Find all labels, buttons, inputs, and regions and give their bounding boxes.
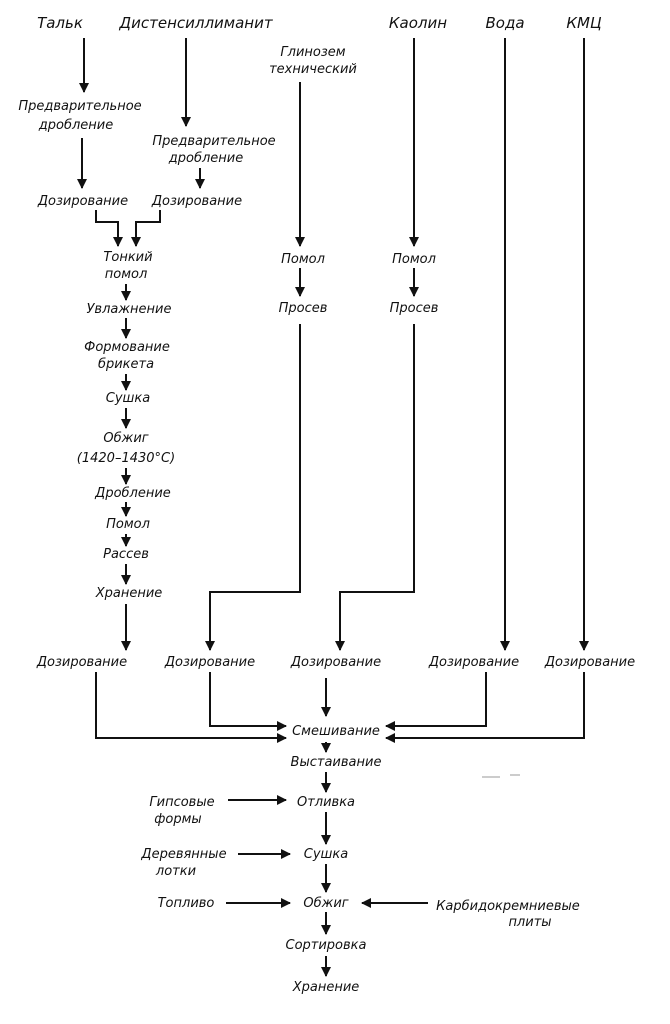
main-grinding: Помол	[106, 517, 150, 532]
main-drying: Сушка	[106, 391, 151, 406]
sieving: Рассев	[103, 547, 149, 562]
final-drying: Сушка	[304, 847, 349, 862]
gypsum-molds-line2: формы	[154, 812, 201, 827]
fine-grind-line2: помол	[105, 267, 148, 282]
arrow-dosing-water-to-mixing	[385, 672, 487, 731]
firing-line2: (1420–1430°С)	[77, 451, 175, 466]
source-disthene: Дистенсиллиманит	[118, 14, 273, 32]
moistening: Увлажнение	[86, 302, 171, 317]
arrow-alumina-sifting-to-dosing	[205, 324, 301, 651]
arrow-dosing-cmc-to-mixing	[385, 672, 585, 743]
kaolin-sifting: Просев	[390, 301, 439, 316]
briquette-line1: Формование	[84, 340, 170, 355]
fuel: Топливо	[158, 896, 215, 911]
disthene-predrob-line2: дробление	[168, 151, 243, 166]
dosing-upper-right: Дозирование	[151, 194, 242, 209]
aging: Выстаивание	[291, 755, 382, 770]
source-water: Вода	[485, 14, 524, 32]
arrow-dosing-left-to-fine-grind	[95, 210, 123, 247]
sic-plates-line2: плиты	[508, 915, 551, 930]
firing-line1: Обжиг	[103, 431, 148, 446]
arrow-dosing-talc-to-mixing	[95, 672, 287, 743]
dosing-upper-left: Дозирование	[37, 194, 128, 209]
casting: Отливка	[297, 795, 355, 810]
dosing-kaolin: Дозирование	[290, 655, 381, 670]
disthene-predrob-line1: Предварительное	[152, 134, 275, 149]
dosing-alumina: Дозирование	[164, 655, 255, 670]
wooden-trays-line2: лотки	[155, 864, 196, 879]
dosing-cmc: Дозирование	[544, 655, 635, 670]
crushing: Дробление	[94, 486, 171, 501]
wooden-trays-line1: Деревянные	[140, 847, 226, 862]
fine-grind-line1: Тонкий	[103, 250, 152, 265]
source-talc: Тальк	[37, 14, 83, 32]
source-kaolin: Каолин	[389, 14, 447, 32]
dosing-talc-mix: Дозирование	[36, 655, 127, 670]
arrow-kaolin-sifting-to-dosing	[335, 324, 415, 651]
arrow-dosing-right-to-fine-grind	[131, 210, 161, 247]
kaolin-grinding: Помол	[392, 252, 436, 267]
alumina-sifting: Просев	[279, 301, 328, 316]
mixing: Смешивание	[292, 724, 380, 739]
talc-predrob-line2: дробление	[38, 118, 113, 133]
source-alumina-line2: технический	[269, 62, 357, 77]
final-firing: Обжиг	[303, 896, 348, 911]
source-alumina-line1: Глинозем	[280, 45, 345, 60]
talc-predrob-line1: Предварительное	[18, 99, 141, 114]
final-storage: Хранение	[292, 980, 360, 995]
sic-plates-line1: Карбидокремниевые	[436, 899, 580, 914]
dosing-water: Дозирование	[428, 655, 519, 670]
arrow-dosing-alumina-to-mixing	[209, 672, 287, 731]
alumina-grinding: Помол	[281, 252, 325, 267]
briquette-line2: брикета	[98, 357, 154, 372]
source-cmc: КМЦ	[566, 14, 602, 32]
gypsum-molds-line1: Гипсовые	[149, 795, 214, 810]
main-storage: Хранение	[95, 586, 163, 601]
sorting: Сортировка	[286, 938, 367, 953]
